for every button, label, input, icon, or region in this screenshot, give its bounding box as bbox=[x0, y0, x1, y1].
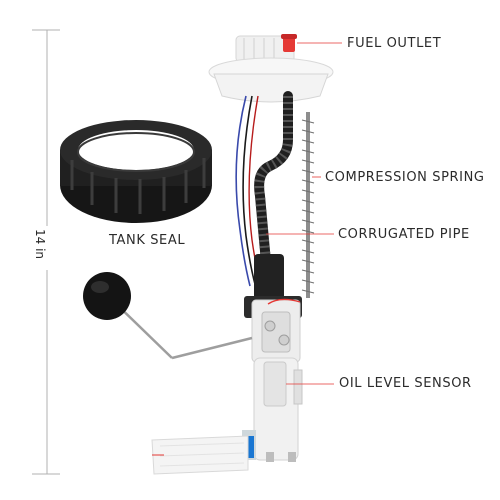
compression-spring-label: COMPRESSION SPRING bbox=[325, 170, 485, 185]
fuel-pump-assembly bbox=[83, 34, 334, 475]
tank-seal-ring bbox=[60, 120, 212, 223]
tank-seal-label: TANK SEAL bbox=[109, 233, 186, 248]
callout-leaders bbox=[266, 42, 342, 385]
oil-level-sensor-label: OIL LEVEL SENSOR bbox=[339, 376, 472, 391]
height-dimension-line bbox=[32, 29, 60, 475]
fuel-outlet-label: FUEL OUTLET bbox=[347, 36, 442, 51]
corrugated-pipe-label: CORRUGATED PIPE bbox=[338, 227, 470, 242]
height-dimension-label: 14 in bbox=[33, 228, 47, 260]
